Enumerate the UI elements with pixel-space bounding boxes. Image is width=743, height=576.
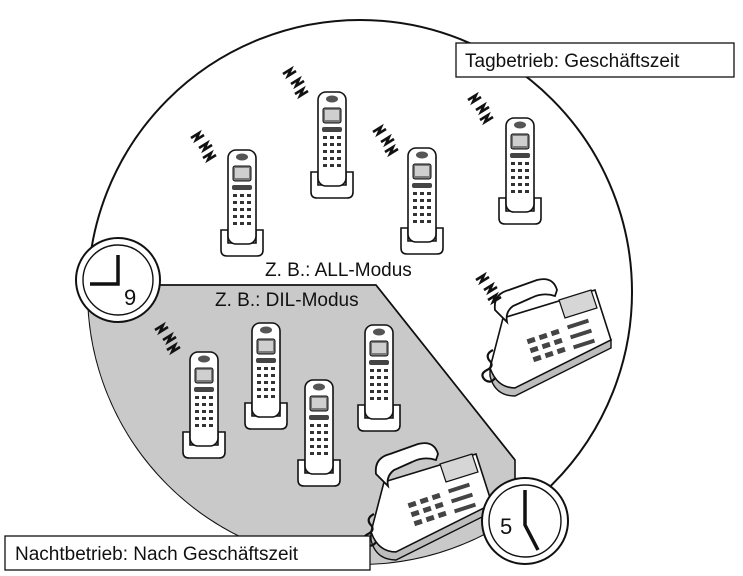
night-mode-box: Nachtbetrieb: Nach Geschäftszeit (4, 535, 371, 571)
cordless-phone-icon (244, 322, 288, 430)
zone-divider (125, 284, 516, 461)
clock-icon: 9 (75, 237, 161, 323)
cordless-phone-icon (357, 324, 401, 432)
cordless-phone-icon (220, 149, 264, 257)
day-mode-label: Tagbetrieb: Geschäftszeit (465, 51, 680, 72)
all-mode-label: Z. B.: ALL-Modus (265, 260, 412, 281)
night-mode-label: Nachtbetrieb: Nach Geschäftszeit (15, 544, 299, 565)
cordless-phone-icon (310, 91, 354, 199)
cordless-phone-icon (498, 117, 542, 225)
clock-icon: 5 (481, 477, 569, 565)
cordless-phone-icon (182, 351, 226, 459)
dil-mode-label: Z. B.: DIL-Modus (215, 290, 359, 311)
cordless-phone-icon (400, 147, 444, 255)
clock-start-number: 9 (124, 285, 136, 310)
cordless-phone-icon (297, 379, 341, 487)
day-mode-box: Tagbetrieb: Geschäftszeit (455, 42, 735, 78)
clock-end-number: 5 (500, 514, 512, 539)
